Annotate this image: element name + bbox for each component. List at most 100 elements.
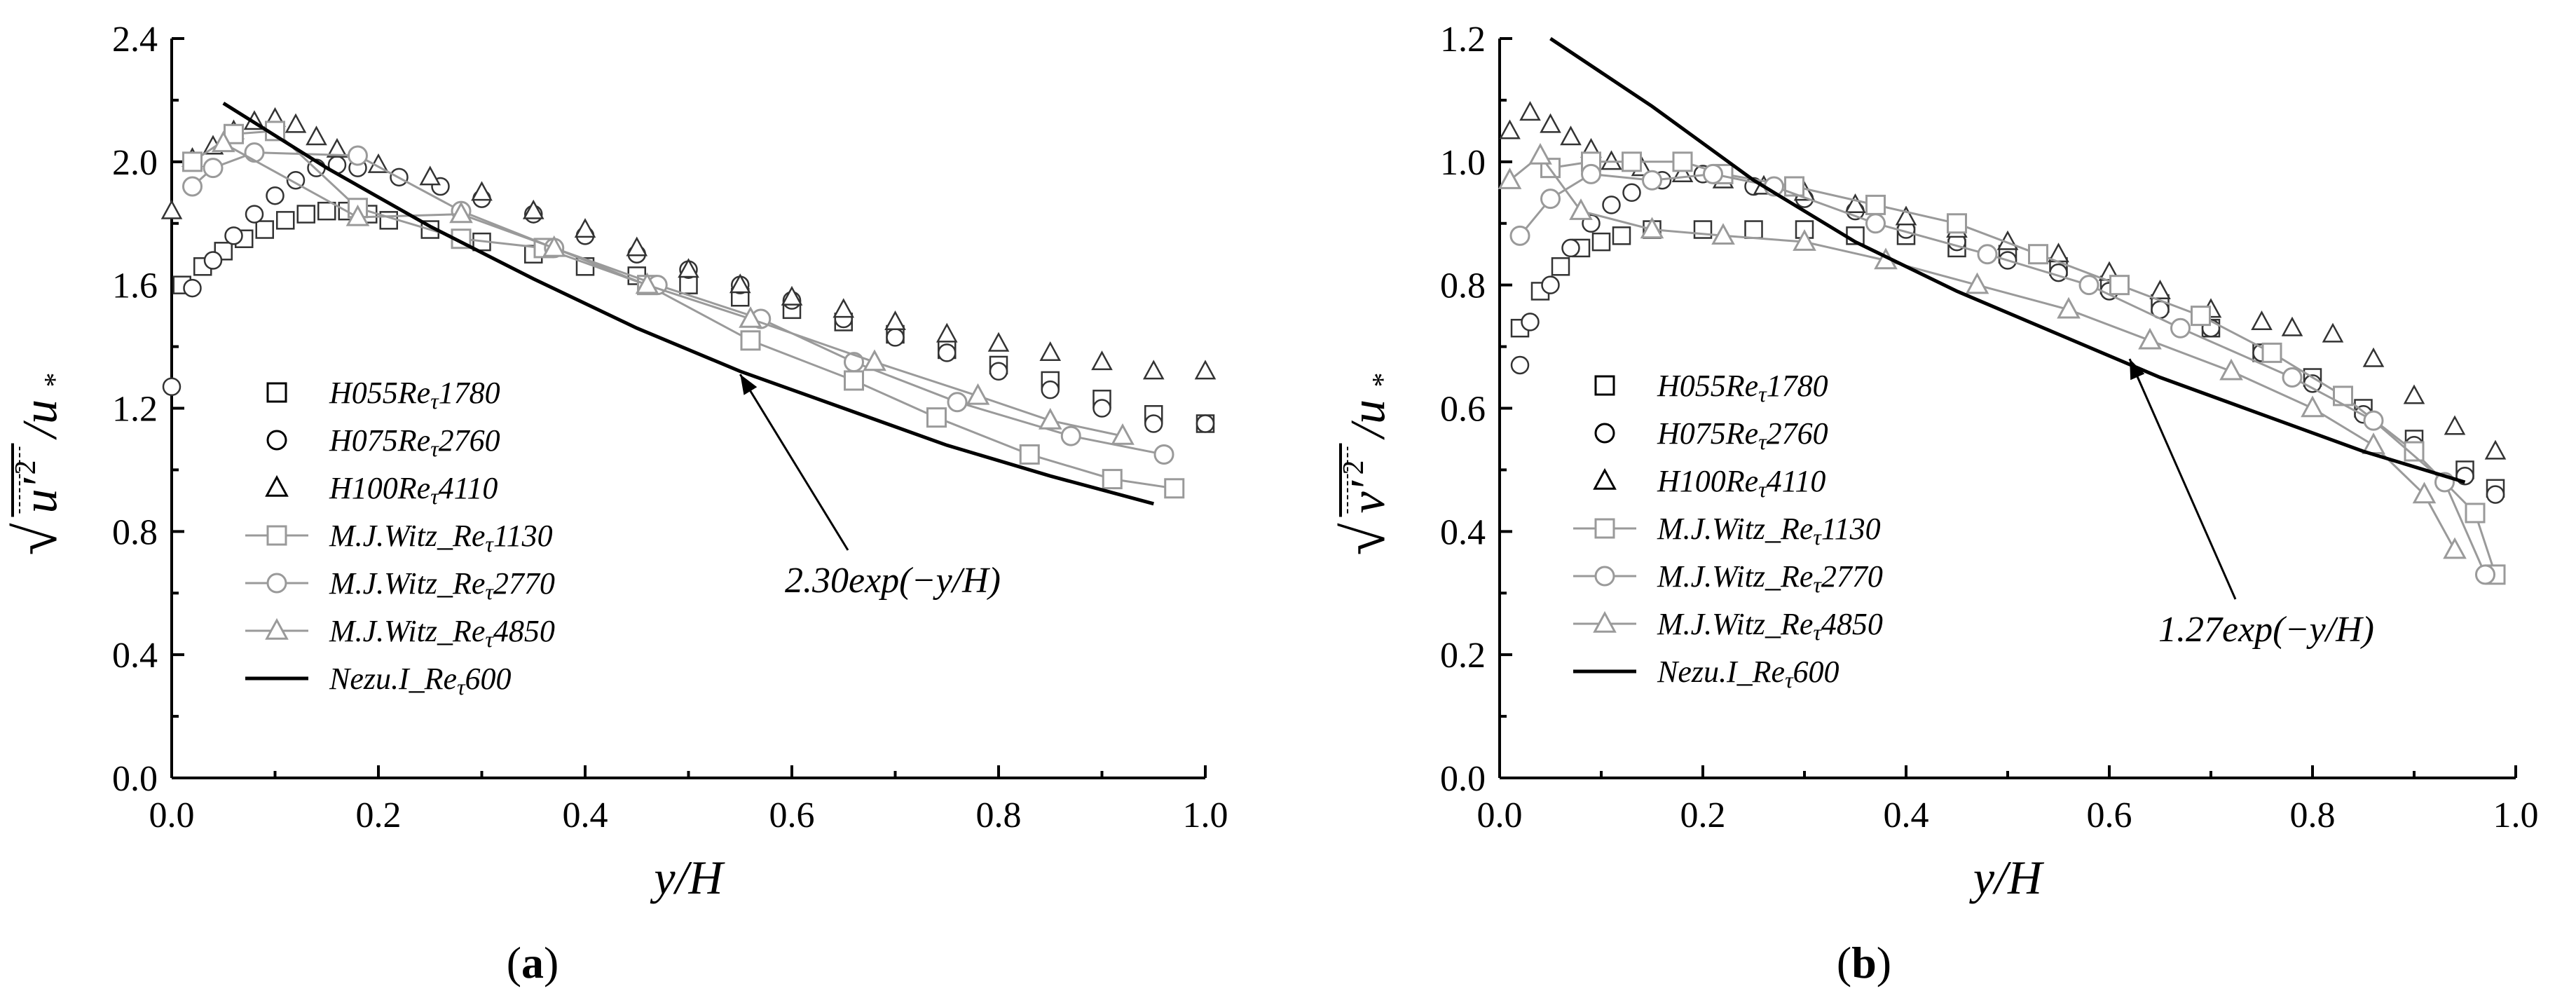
- data-point: [348, 145, 368, 166]
- annotation-arrow-head: [740, 374, 758, 395]
- data-point: [1144, 414, 1163, 433]
- data-point: [740, 330, 761, 351]
- data-point: [1965, 272, 1989, 294]
- y-label-denominator: /u: [1341, 399, 1395, 440]
- annotation-arrow-head: [2130, 359, 2145, 381]
- data-point: [182, 176, 203, 197]
- legend-label: H055Reτ1780: [1657, 369, 1828, 406]
- data-point: [884, 310, 906, 331]
- data-point: [1642, 170, 1662, 191]
- data-point: [989, 362, 1008, 381]
- data-point: [379, 211, 398, 230]
- data-point: [863, 349, 886, 371]
- data-point: [1540, 189, 1561, 210]
- data-point: [2362, 347, 2385, 367]
- y-label-star: *: [1367, 373, 1399, 388]
- annotation-arrow-shaft: [739, 374, 849, 551]
- data-point: [2282, 367, 2303, 388]
- legend-marker: [265, 474, 289, 497]
- legend-marker: [1594, 566, 1615, 587]
- series-line: [1509, 153, 2456, 551]
- legend-label: M.J.Witz_Reτ4850: [329, 614, 555, 652]
- y-label-variable: v′: [1341, 479, 1395, 513]
- data-point: [1865, 213, 1886, 234]
- y-label-star: *: [39, 373, 71, 388]
- legend-label: M.J.Witz_Reτ1130: [1657, 512, 1881, 549]
- data-point: [1561, 238, 1580, 258]
- x-tick-label: 0.6: [769, 795, 815, 835]
- series-nezu-i-re-600: [222, 102, 1154, 506]
- x-tick-label: 0.4: [1884, 795, 1929, 835]
- y-tick-label: 0.4: [1440, 512, 1486, 552]
- x-tick-label: 0.8: [976, 795, 1022, 835]
- panel-label: (a): [507, 938, 559, 987]
- data-point: [781, 285, 803, 306]
- data-point: [1111, 423, 1135, 445]
- legend-label: M.J.Witz_Reτ2770: [329, 566, 555, 604]
- legend-label: H075Reτ2760: [329, 423, 500, 461]
- data-point: [2261, 342, 2282, 363]
- annotation-label: 2.30exp(−y/H): [785, 561, 1001, 601]
- data-point: [2486, 485, 2505, 504]
- data-point: [2443, 537, 2467, 559]
- series-line: [1519, 172, 2486, 575]
- legend-label: H100Reτ4110: [329, 471, 498, 509]
- y-label-square: 2: [1338, 460, 1370, 475]
- legend-marker: [1594, 518, 1615, 539]
- y-axis-label: √v′2/u*: [1332, 373, 1399, 556]
- data-point: [1865, 194, 1886, 215]
- series-m-j-witz-re-4850: [1498, 142, 2467, 559]
- data-point: [2028, 244, 2048, 265]
- data-point: [2465, 503, 2486, 524]
- data-point: [1060, 425, 1081, 446]
- data-point: [2412, 481, 2437, 504]
- y-tick-label: 1.2: [1440, 20, 1486, 60]
- data-point: [419, 165, 441, 186]
- y-tick-label: 1.2: [112, 390, 158, 430]
- data-point: [1844, 193, 1866, 213]
- data-point: [471, 181, 493, 201]
- data-point: [2149, 280, 2171, 300]
- data-point: [1153, 444, 1174, 465]
- y-tick-label: 0.0: [112, 759, 158, 799]
- data-point: [1528, 142, 1552, 165]
- legend-marker: [1593, 467, 1617, 490]
- data-point: [947, 392, 968, 413]
- data-point: [1194, 360, 1217, 380]
- legend-marker: [266, 430, 287, 451]
- data-point: [345, 204, 370, 226]
- data-point: [1744, 220, 1763, 239]
- legend-label: Nezu.I_Reτ600: [329, 662, 512, 699]
- data-point: [626, 236, 648, 257]
- data-point: [317, 201, 336, 221]
- legend-marker: [1594, 423, 1615, 444]
- x-tick-label: 0.2: [1680, 795, 1726, 835]
- legend-label: H100Reτ4110: [1657, 464, 1825, 502]
- data-point: [1039, 341, 1062, 361]
- data-point: [1102, 469, 1123, 490]
- data-point: [1195, 414, 1215, 433]
- data-point: [2333, 385, 2353, 406]
- data-point: [1142, 360, 1165, 380]
- data-point: [2484, 439, 2507, 460]
- series-h075re-2760: [1510, 165, 2505, 504]
- y-label-radical: √: [4, 523, 69, 556]
- data-point: [1164, 478, 1185, 499]
- legend: H055Reτ1780H075Reτ2760H100Reτ4110M.J.Wit…: [245, 376, 555, 699]
- data-point: [2138, 327, 2162, 350]
- data-point: [1498, 168, 1522, 189]
- y-label-square: 2: [10, 460, 42, 475]
- legend-label: M.J.Witz_Reτ4850: [1657, 607, 1883, 645]
- data-point: [1519, 101, 1541, 121]
- data-point: [1793, 229, 1816, 251]
- data-point: [1038, 408, 1062, 430]
- y-tick-label: 1.0: [1440, 143, 1486, 183]
- data-point: [1672, 151, 1693, 172]
- data-point: [1622, 183, 1641, 203]
- legend-marker: [1594, 375, 1615, 396]
- x-tick-label: 1.0: [1183, 795, 1228, 835]
- data-point: [1091, 350, 1113, 371]
